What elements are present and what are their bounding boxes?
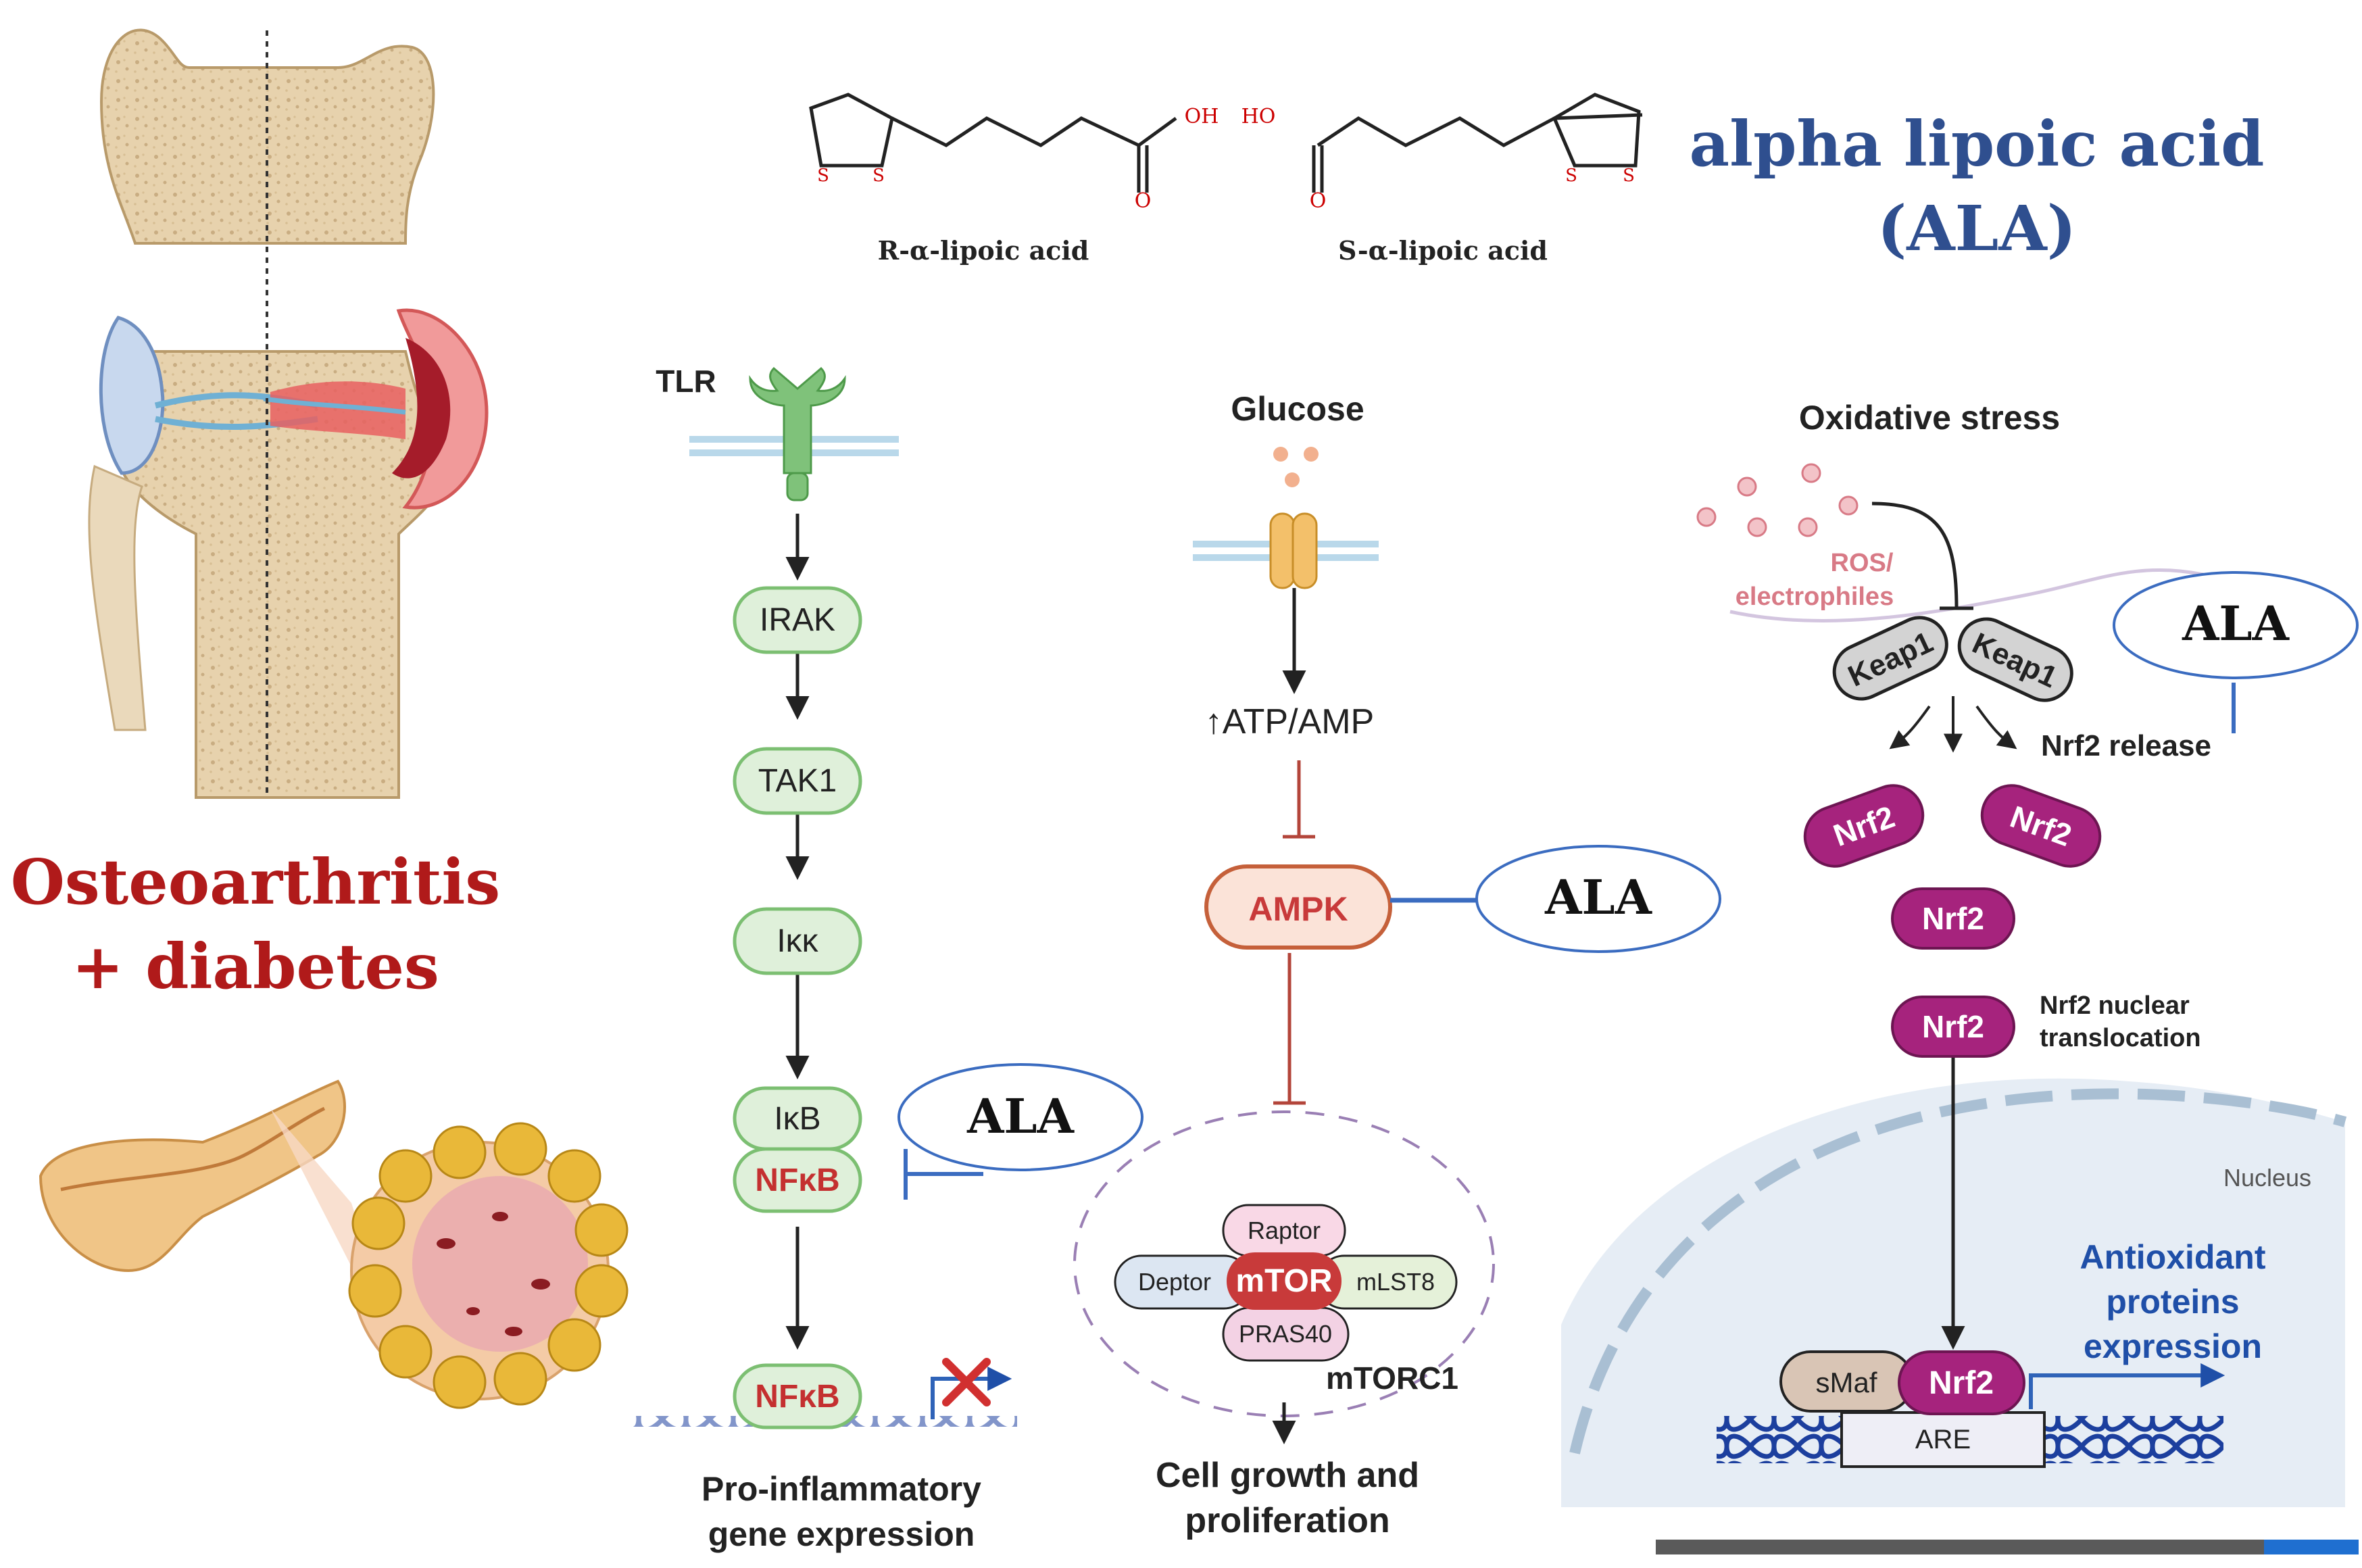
node-ikk: Iκκ bbox=[733, 907, 862, 975]
mlst8-label: mLST8 bbox=[1356, 1268, 1435, 1296]
node-tak1: TAK1 bbox=[733, 747, 862, 815]
raptor-label: Raptor bbox=[1248, 1217, 1321, 1244]
are-label: ARE bbox=[1915, 1425, 1971, 1454]
node-ikb-label: IκB bbox=[774, 1101, 820, 1137]
r-lipoic-acid-label: R-α-lipoic acid bbox=[878, 235, 1089, 266]
tlr-output-line2: gene expression bbox=[708, 1515, 975, 1553]
glucose-molecules-icon bbox=[1273, 447, 1319, 487]
node-ampk: AMPK bbox=[1204, 864, 1392, 950]
node-ikb: IκB bbox=[733, 1086, 862, 1151]
pancreas-illustration bbox=[39, 1079, 629, 1409]
tlr-pathway: TLR IRAK TAK1 Iκκ IκB NFκB bbox=[632, 364, 1143, 1553]
node-irak-label: IRAK bbox=[760, 602, 835, 638]
node-nfkb: NFκB bbox=[733, 1147, 862, 1213]
smaf-label: sMaf bbox=[1815, 1367, 1877, 1398]
ampk-output-line1: Cell growth and bbox=[1156, 1456, 1419, 1495]
translocation-line2: translocation bbox=[2040, 1024, 2201, 1052]
keap1-dimer: Keap1 Keap1 bbox=[1832, 616, 2073, 702]
tlr-receptor-icon bbox=[749, 366, 846, 501]
blocked-x-icon bbox=[942, 1358, 991, 1406]
oxidative-stress-label: Oxidative stress bbox=[1799, 399, 2060, 437]
nrf2-translocating-label: Nrf2 bbox=[1922, 1009, 1984, 1044]
translocation-line1: Nrf2 nuclear bbox=[2040, 991, 2190, 1020]
ampk-pathway: Glucose ↑ATP/AMP AMPK ALA Raptor Deptor bbox=[1073, 390, 1721, 1540]
disease-label-line1: Osteoarthritis bbox=[11, 846, 500, 918]
r-carbonyl-oxygen: O bbox=[1135, 189, 1152, 213]
node-nfkb-label: NFκB bbox=[755, 1162, 839, 1198]
antioxidant-line1: Antioxidant bbox=[2080, 1238, 2266, 1276]
antioxidant-line3: expression bbox=[2084, 1327, 2262, 1365]
title: alpha lipoic acid (ALA) bbox=[1690, 107, 2265, 265]
node-tak1-label: TAK1 bbox=[758, 763, 837, 799]
disease-label: Osteoarthritis + diabetes bbox=[11, 846, 500, 1003]
ala-badge-nrf2-label: ALA bbox=[2182, 595, 2290, 652]
ala-badge-ampk-label: ALA bbox=[1544, 869, 1653, 925]
nrf2-translocating: Nrf2 bbox=[1891, 996, 2015, 1058]
are-element: ARE bbox=[1840, 1411, 2046, 1468]
nrf2-bound-label: Nrf2 bbox=[1929, 1365, 1994, 1401]
nrf2-release-label: Nrf2 release bbox=[2041, 729, 2211, 762]
pras40-label: PRAS40 bbox=[1239, 1320, 1332, 1348]
title-line2: (ALA) bbox=[1877, 192, 2077, 265]
node-ikk-label: Iκκ bbox=[777, 923, 818, 959]
title-line1: alpha lipoic acid bbox=[1690, 107, 2265, 180]
glucose-transporter-icon bbox=[1269, 512, 1318, 589]
s-lipoic-acid-label: S-α-lipoic acid bbox=[1338, 235, 1548, 266]
knee-joint-illustration bbox=[88, 28, 489, 799]
s-sulfur-1: S bbox=[1565, 166, 1577, 186]
nrf2-released-center: Nrf2 bbox=[1891, 887, 2015, 950]
ala-badge-ampk: ALA bbox=[1475, 845, 1721, 953]
s-hydroxyl: HO bbox=[1241, 105, 1276, 128]
bottom-scrollbar-thumb[interactable] bbox=[2264, 1540, 2359, 1554]
mtorc1-complex: Raptor Deptor mLST8 PRAS40 mTOR mTORC1 bbox=[1114, 1204, 1458, 1396]
mtor-label: mTOR bbox=[1235, 1263, 1332, 1299]
r-sulfur-2: S bbox=[872, 166, 885, 186]
r-hydroxyl: OH bbox=[1185, 105, 1219, 128]
r-alpha-lipoic-acid-structure: S S OH O R-α-lipoic acid bbox=[809, 93, 1219, 266]
nrf2-released-right: Nrf2 bbox=[1980, 784, 2102, 868]
nucleus-label: Nucleus bbox=[2223, 1164, 2311, 1192]
node-irak: IRAK bbox=[733, 586, 862, 654]
node-nfkb-nucleus: NFκB bbox=[733, 1363, 862, 1429]
nrf2-released-center-label: Nrf2 bbox=[1922, 901, 1984, 936]
deptor-label: Deptor bbox=[1138, 1268, 1211, 1296]
ros-particles-icon bbox=[1696, 463, 1859, 537]
s-alpha-lipoic-acid-structure: HO O S S S-α-lipoic acid bbox=[1241, 93, 1643, 266]
tlr-output-line1: Pro-inflammatory bbox=[702, 1470, 981, 1508]
bottom-scrollbar[interactable] bbox=[1656, 1540, 2359, 1554]
nrf2-bound: Nrf2 bbox=[1898, 1350, 2025, 1415]
mtorc1-label: mTORC1 bbox=[1326, 1361, 1458, 1396]
nrf2-released-left: Nrf2 bbox=[1803, 784, 1925, 868]
nrf2-pathway: Nucleus Oxidative stress ROS/ electrophi… bbox=[1561, 399, 2359, 1507]
s-sulfur-2: S bbox=[1623, 166, 1635, 186]
ampk-output-line2: proliferation bbox=[1185, 1501, 1389, 1540]
r-sulfur-1: S bbox=[817, 166, 829, 186]
antioxidant-line2: proteins bbox=[2106, 1283, 2239, 1321]
ala-badge-tlr-label: ALA bbox=[966, 1088, 1075, 1144]
node-nfkb-nucleus-label: NFκB bbox=[755, 1379, 839, 1415]
ala-badge-tlr: ALA bbox=[897, 1063, 1143, 1171]
ros-line2: electrophiles bbox=[1736, 583, 1894, 611]
atp-amp-label: ↑ATP/AMP bbox=[1205, 702, 1374, 741]
ros-line1: ROS/ bbox=[1831, 549, 1894, 577]
glucose-label: Glucose bbox=[1231, 390, 1364, 428]
ala-badge-nrf2: ALA bbox=[2113, 571, 2359, 679]
node-ampk-label: AMPK bbox=[1248, 890, 1348, 928]
disease-label-line2: + diabetes bbox=[72, 930, 439, 1003]
tlr-label: TLR bbox=[656, 364, 716, 399]
smaf-protein: sMaf bbox=[1779, 1350, 1914, 1413]
s-carbonyl-oxygen: O bbox=[1310, 189, 1327, 213]
